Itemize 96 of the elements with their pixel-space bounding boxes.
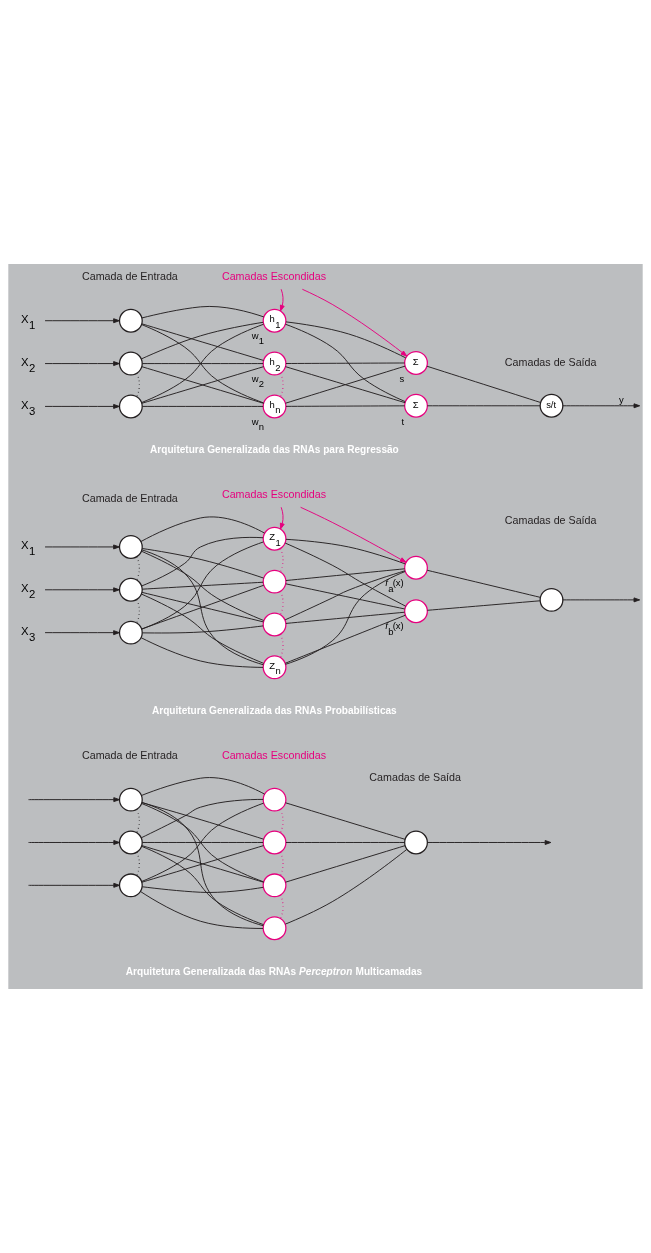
label: Camadas Escondidas — [221, 749, 327, 762]
connector — [141, 842, 264, 843]
connector — [284, 570, 406, 621]
connector — [426, 600, 541, 611]
connector — [285, 842, 406, 843]
label: Arquitetura Generalizada das RNAs para Regressão — [150, 443, 399, 455]
connector — [141, 536, 264, 587]
connector — [284, 323, 406, 403]
arrow — [44, 318, 120, 324]
node-circle — [118, 577, 143, 602]
label: Camadas de Saída — [369, 770, 462, 783]
node-circle — [262, 873, 287, 898]
node-circle — [262, 612, 287, 637]
label: Arquitetura Generalizada das RNAs Perceptron Multicamadas — [125, 965, 423, 977]
connector — [285, 321, 407, 359]
connector — [141, 625, 264, 634]
node-circle — [118, 534, 143, 559]
label: Arquitetura Generalizada das RNAs Probabilísticas — [151, 704, 397, 716]
connector — [141, 886, 264, 893]
arrow — [44, 544, 120, 550]
node-circle — [118, 830, 143, 855]
node-circle: Σ — [404, 393, 428, 418]
arrow — [28, 797, 120, 803]
connector — [141, 405, 264, 407]
connector — [285, 568, 406, 581]
node-circle — [539, 587, 564, 612]
node-circle: Σ — [404, 350, 428, 375]
connector — [141, 548, 265, 579]
connector — [141, 363, 264, 365]
connector — [141, 845, 265, 883]
node-circle — [118, 873, 143, 898]
label: Camada de Entrada — [82, 270, 178, 283]
connector — [284, 542, 407, 607]
connector — [141, 366, 265, 404]
connector — [426, 365, 541, 403]
node-circle — [262, 830, 287, 855]
connector — [141, 584, 265, 630]
connector — [285, 362, 406, 364]
label: Camada de Entrada — [82, 492, 178, 505]
node-circle: s/t — [539, 393, 564, 418]
arrow — [562, 597, 641, 603]
connector — [141, 591, 264, 623]
node-circle — [262, 787, 287, 812]
connector — [285, 583, 406, 610]
arrow — [28, 882, 120, 888]
edge-label: y — [618, 393, 624, 405]
arrow — [426, 840, 552, 845]
connector — [141, 845, 265, 926]
arrow — [44, 403, 120, 409]
connector — [285, 538, 406, 565]
node-circle — [262, 569, 287, 594]
node-label: s — [399, 372, 405, 384]
node-text: Camadas Escondidas — [221, 270, 327, 283]
connector — [426, 569, 541, 598]
connector — [140, 637, 264, 668]
connector — [426, 405, 541, 407]
node-circle — [262, 916, 287, 941]
connector — [141, 549, 264, 666]
connector — [285, 802, 406, 840]
connector — [141, 306, 265, 319]
arrow — [562, 403, 641, 409]
label: Camadas de Saída — [504, 355, 597, 368]
connector — [285, 611, 406, 624]
arrow — [300, 506, 407, 563]
connector — [141, 802, 264, 927]
connector — [140, 593, 265, 664]
node-circle — [118, 308, 143, 333]
node-circle — [118, 351, 143, 376]
node-circle — [404, 830, 428, 855]
connector — [141, 541, 264, 630]
node-circle — [118, 620, 143, 645]
arrow — [28, 840, 120, 845]
node-circle — [404, 599, 428, 624]
arrow — [279, 506, 285, 530]
connector — [285, 571, 406, 665]
connector — [140, 550, 265, 621]
connector — [141, 777, 266, 796]
connector — [140, 891, 264, 929]
arrow — [44, 630, 120, 636]
label: Camadas de Saída — [504, 513, 597, 526]
arrow — [44, 361, 120, 367]
connector — [284, 848, 408, 925]
connector — [141, 581, 264, 590]
node-circle — [118, 787, 143, 812]
node-text: Camadas Escondidas — [221, 488, 327, 501]
arrow — [44, 587, 120, 593]
node-circle — [404, 555, 428, 580]
arrow — [301, 288, 408, 357]
connector — [285, 405, 406, 407]
label: Camada de Entrada — [82, 749, 178, 762]
node-circle — [118, 394, 143, 419]
connector — [285, 845, 406, 883]
arrow — [279, 288, 285, 312]
connector — [284, 614, 406, 664]
node-label: t — [401, 415, 405, 427]
connector — [140, 516, 265, 542]
